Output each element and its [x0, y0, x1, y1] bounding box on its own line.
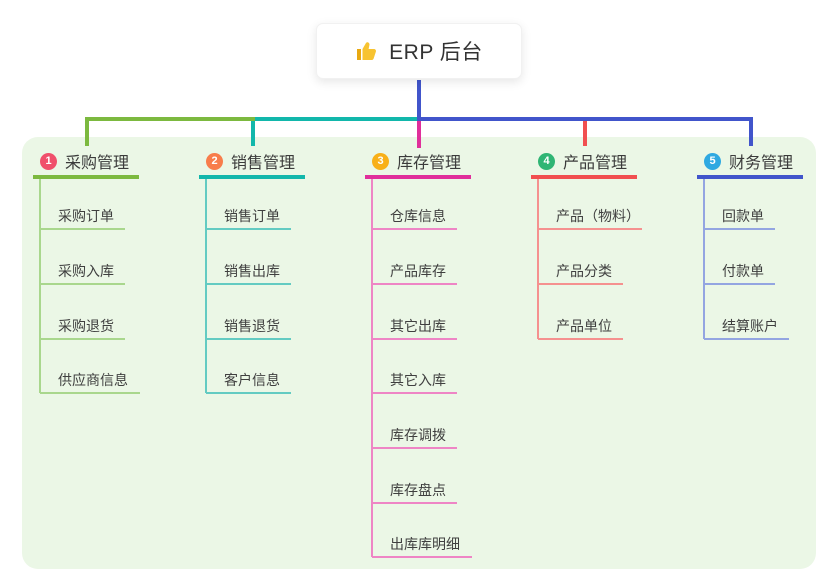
root-node-label: ERP 后台 — [389, 41, 483, 64]
branch-node-label: 财务管理 — [729, 155, 794, 172]
child-node[interactable]: 产品单位 — [556, 318, 612, 334]
root-node[interactable]: ERP 后台 — [316, 23, 522, 79]
branch-node-product[interactable]: 4 产品管理 — [531, 148, 637, 174]
child-node[interactable]: 销售订单 — [224, 208, 280, 224]
branch-node-finance[interactable]: 5 财务管理 — [697, 148, 803, 174]
child-node[interactable]: 采购订单 — [58, 208, 114, 224]
child-node[interactable]: 采购退货 — [58, 318, 114, 334]
branch-node-label: 采购管理 — [65, 155, 130, 172]
child-node[interactable]: 产品（物料） — [556, 208, 640, 224]
child-node[interactable]: 客户信息 — [224, 372, 280, 388]
branch-number-badge: 2 — [206, 152, 223, 170]
thumbs-up-icon — [355, 39, 379, 63]
branch-node-sales[interactable]: 2 销售管理 — [199, 148, 305, 174]
branch-number-badge: 3 — [372, 152, 389, 170]
child-node[interactable]: 销售出库 — [224, 263, 280, 279]
branch-node-label: 产品管理 — [563, 155, 628, 172]
branch-number-badge: 5 — [704, 152, 721, 170]
child-node[interactable]: 销售退货 — [224, 318, 280, 334]
branch-number-badge: 1 — [40, 152, 57, 170]
child-node[interactable]: 产品分类 — [556, 263, 612, 279]
branch-node-label: 销售管理 — [231, 155, 296, 172]
child-node[interactable]: 其它入库 — [390, 372, 446, 388]
branch-number-badge: 4 — [538, 152, 555, 170]
child-node[interactable]: 回款单 — [722, 208, 764, 224]
child-node[interactable]: 仓库信息 — [390, 208, 446, 224]
child-node[interactable]: 供应商信息 — [58, 372, 128, 388]
child-node[interactable]: 采购入库 — [58, 263, 114, 279]
branch-node-purchase[interactable]: 1 采购管理 — [33, 148, 139, 174]
child-node[interactable]: 付款单 — [722, 263, 764, 279]
background-panel — [22, 137, 816, 569]
child-node[interactable]: 库存盘点 — [390, 482, 446, 498]
child-node[interactable]: 产品库存 — [390, 263, 446, 279]
child-node[interactable]: 其它出库 — [390, 318, 446, 334]
branch-node-inventory[interactable]: 3 库存管理 — [365, 148, 471, 174]
child-node[interactable]: 结算账户 — [722, 318, 778, 334]
branch-node-label: 库存管理 — [397, 155, 462, 172]
child-node[interactable]: 库存调拨 — [390, 427, 446, 443]
child-node[interactable]: 出库库明细 — [390, 536, 460, 552]
